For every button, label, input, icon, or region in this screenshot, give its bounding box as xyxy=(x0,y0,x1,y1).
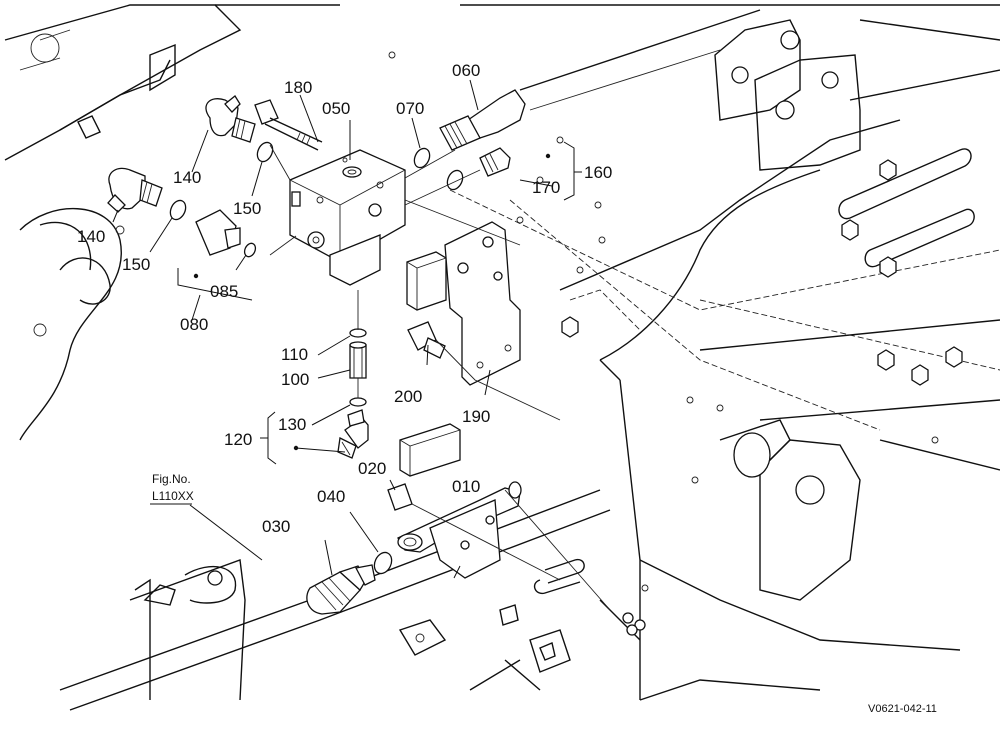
label-150-upper: 150 xyxy=(233,199,261,218)
label-180: 180 xyxy=(284,78,312,97)
o-ring-085 xyxy=(243,242,257,258)
label-060: 060 xyxy=(452,61,480,80)
callout-labels: 010 020 030 040 050 060 070 080 085 100 … xyxy=(77,61,612,536)
label-160: 160 xyxy=(584,163,612,182)
label-200: 200 xyxy=(394,387,422,406)
o-ring-070 xyxy=(413,147,431,169)
label-030: 030 xyxy=(262,517,290,536)
label-170: 170 xyxy=(532,178,560,197)
label-190: 190 xyxy=(462,407,490,426)
label-050: 050 xyxy=(322,99,350,118)
o-ring-150-upper xyxy=(256,141,274,163)
o-ring-040 xyxy=(373,551,393,575)
label-100: 100 xyxy=(281,370,309,389)
label-120: 120 xyxy=(224,430,252,449)
label-130: 130 xyxy=(278,415,306,434)
label-140-lower: 140 xyxy=(77,227,105,246)
valve-block-050 xyxy=(289,149,406,286)
fittings xyxy=(107,89,526,615)
o-ring-110 xyxy=(349,328,367,338)
frame-nuts xyxy=(561,159,963,386)
drawing-code: V0621-042-11 xyxy=(868,703,937,715)
label-010: 010 xyxy=(452,477,480,496)
label-110: 110 xyxy=(281,345,308,364)
leader-lines xyxy=(112,79,611,611)
o-ring-130 xyxy=(349,397,367,407)
o-ring-150-lower xyxy=(169,199,187,221)
frame-holes xyxy=(388,51,939,592)
figure-reference: Fig.No. L110XX xyxy=(150,472,194,505)
o-ring-170 xyxy=(446,169,464,191)
chassis-frame xyxy=(4,4,1000,711)
label-070: 070 xyxy=(396,99,424,118)
fig-ref-line2: L110XX xyxy=(152,489,194,503)
fig-ref-line1: Fig.No. xyxy=(152,472,191,486)
mounting-plate-190 xyxy=(444,221,521,386)
label-150-lower: 150 xyxy=(122,255,150,274)
label-020: 020 xyxy=(358,459,386,478)
label-085: 085 xyxy=(210,282,238,301)
label-040: 040 xyxy=(317,487,345,506)
label-140-upper: 140 xyxy=(173,168,201,187)
o-rings xyxy=(169,141,464,575)
label-080: 080 xyxy=(180,315,208,334)
